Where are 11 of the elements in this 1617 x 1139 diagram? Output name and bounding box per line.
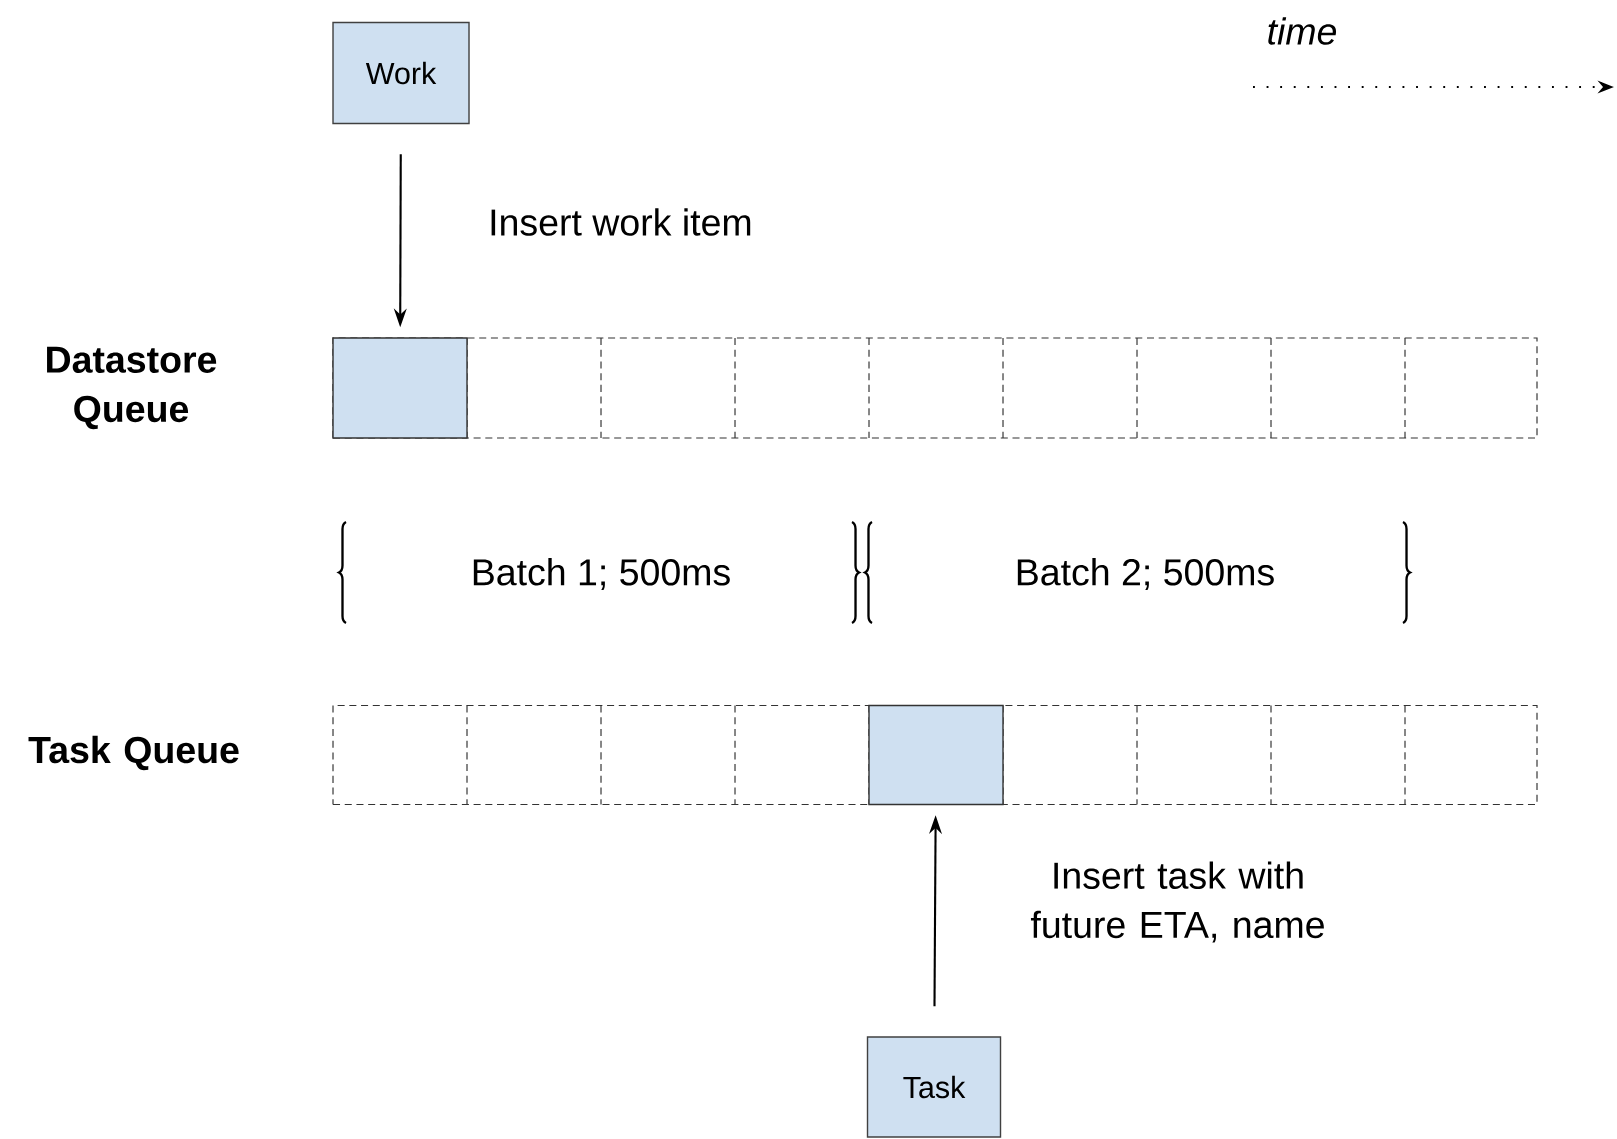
filled-slot bbox=[868, 704, 1004, 806]
filled-slot bbox=[332, 337, 468, 439]
batch-label: Batch 2; 500ms bbox=[1017, 558, 1274, 590]
edge-label: Insert work item bbox=[491, 208, 751, 236]
edge-label: Insert task with future ETA, name bbox=[1030, 861, 1324, 943]
queue-label: Task Queue bbox=[28, 735, 239, 771]
process-box: Task bbox=[866, 1036, 1002, 1138]
axis-label: time bbox=[1268, 17, 1336, 45]
batch-label: Batch 1; 500ms bbox=[473, 558, 730, 590]
queue-label: Datastore Queue bbox=[47, 346, 217, 430]
process-box: Work bbox=[332, 21, 470, 125]
